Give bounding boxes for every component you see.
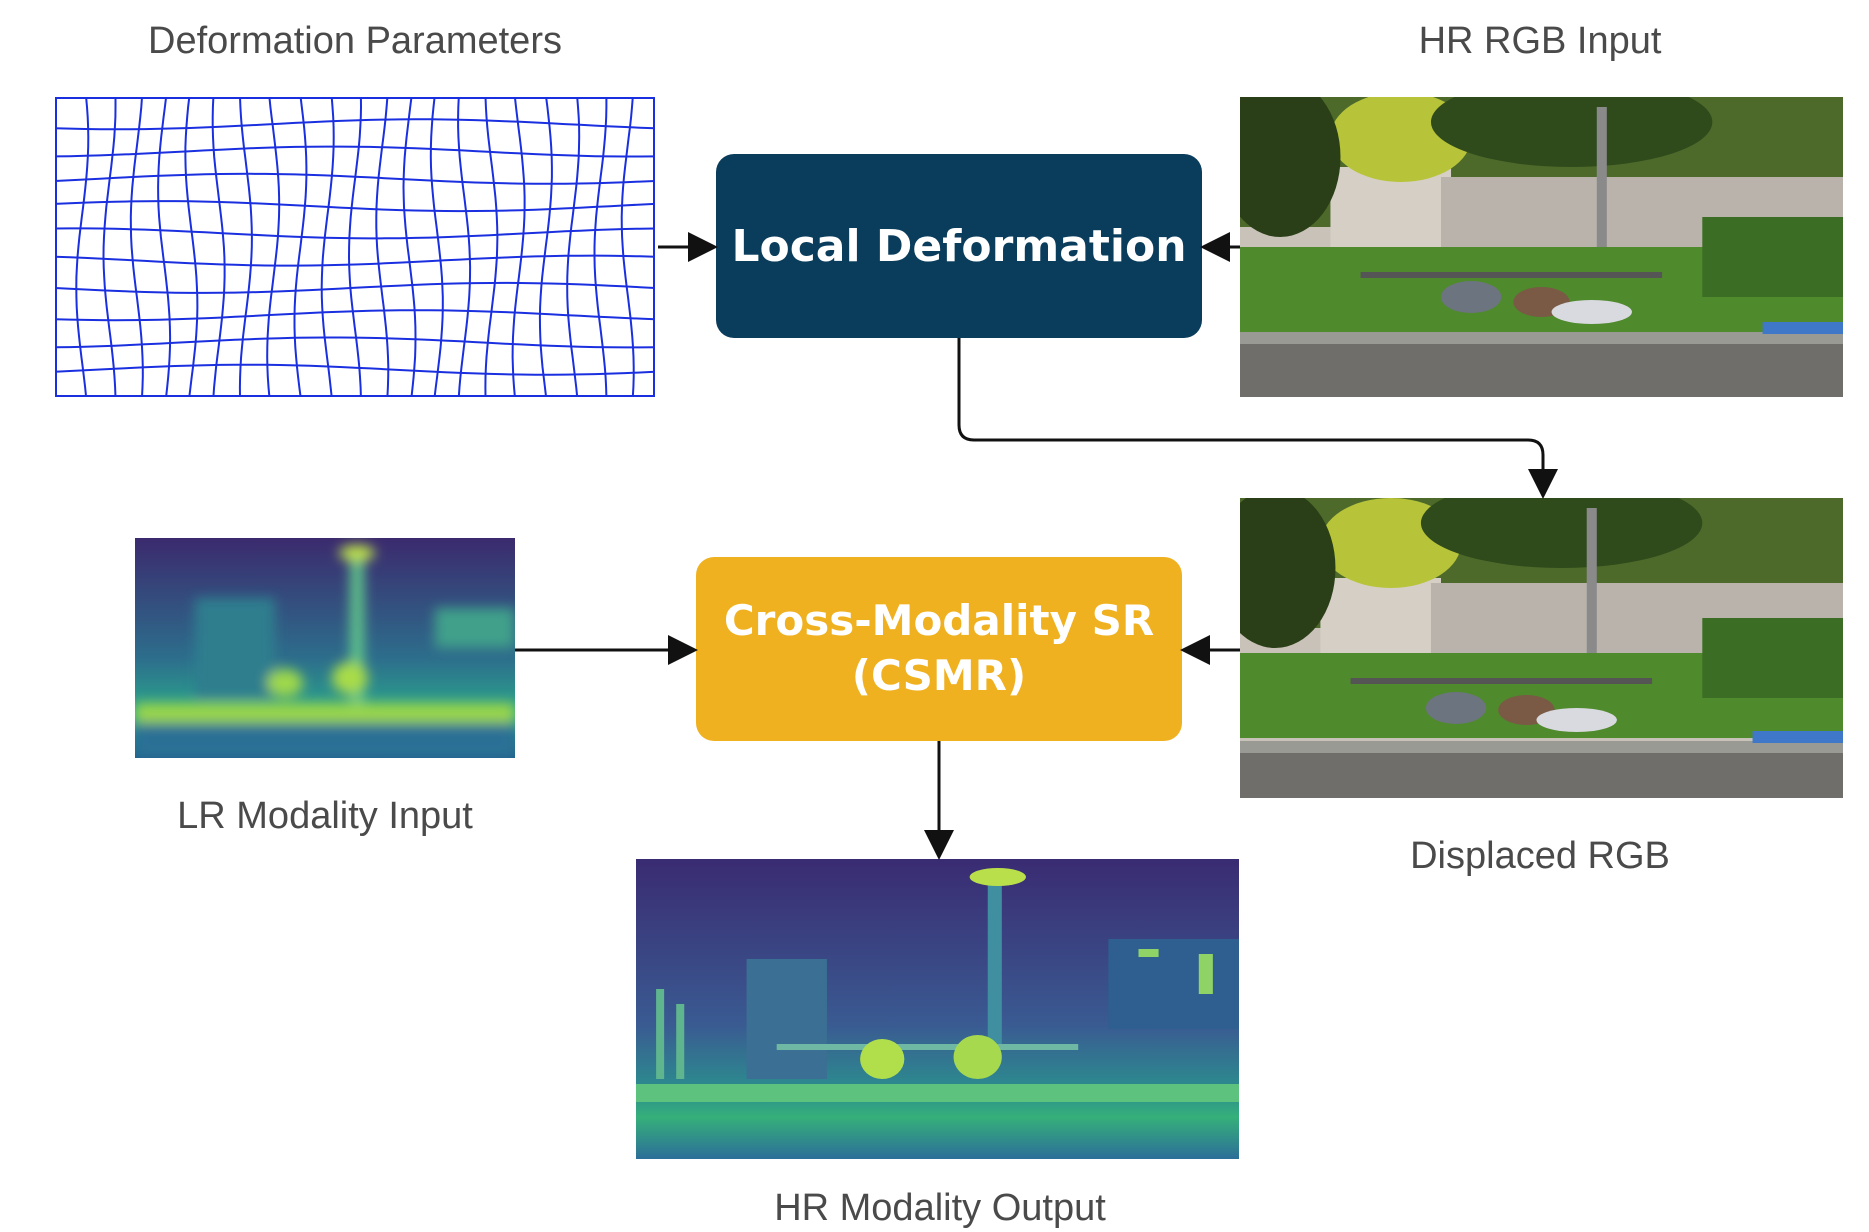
grid-vertical-line	[102, 97, 117, 397]
displaced-rgb-image	[1240, 498, 1843, 798]
local-deformation-box: Local Deformation	[716, 154, 1202, 338]
grid-vertical-line	[538, 97, 553, 397]
lr-modality-input-label: LR Modality Input	[177, 795, 473, 837]
grid-horizontal-line	[55, 145, 655, 158]
grid-vertical-line	[320, 97, 335, 397]
grid-vertical-line	[429, 97, 444, 397]
grid-vertical-line	[511, 97, 526, 397]
grid-vertical-line	[238, 97, 253, 397]
grid-horizontal-line	[55, 118, 655, 131]
grid-vertical-line	[75, 97, 90, 397]
hr-rgb-input-image	[1240, 97, 1843, 397]
csmr-label-line1: Cross-Modality SR	[723, 596, 1155, 646]
rgb-scene-image	[1240, 498, 1843, 798]
grid-vertical-line	[484, 97, 499, 397]
grid-horizontal-line	[55, 172, 655, 185]
hr-modality-output-image	[636, 859, 1239, 1159]
modality-scene-image	[135, 538, 515, 758]
hr-rgb-input-label: HR RGB Input	[1418, 20, 1662, 62]
grid-horizontal-line	[55, 200, 655, 213]
grid-vertical-line	[184, 97, 199, 397]
grid-vertical-line	[347, 97, 363, 397]
grid-horizontal-line	[55, 363, 655, 376]
modality-scene-image	[636, 859, 1239, 1159]
deformation-grid-panel	[55, 97, 655, 397]
csmr-box: Cross-Modality SR (CSMR)	[696, 557, 1182, 741]
grid-vertical-line	[457, 97, 472, 397]
local-deformation-label: Local Deformation	[731, 220, 1187, 272]
rgb-scene-image	[1240, 97, 1843, 397]
csmr-label-line2: (CSMR)	[851, 651, 1027, 700]
grid-horizontal-line	[55, 336, 655, 349]
grid-vertical-line	[293, 97, 308, 397]
grid-border	[55, 97, 655, 397]
deformation-grid-icon	[55, 97, 655, 397]
grid-vertical-line	[620, 97, 635, 397]
grid-horizontal-line	[55, 254, 655, 267]
grid-vertical-line	[566, 97, 581, 397]
hr-modality-output-label: HR Modality Output	[774, 1187, 1106, 1229]
grid-vertical-line	[129, 97, 144, 397]
grid-vertical-line	[593, 97, 608, 397]
grid-horizontal-line	[55, 281, 655, 294]
deformation-params-label: Deformation Parameters	[148, 20, 562, 62]
grid-vertical-line	[402, 97, 417, 397]
grid-vertical-line	[211, 97, 226, 397]
displaced-rgb-label: Displaced RGB	[1410, 835, 1670, 877]
grid-horizontal-line	[55, 227, 655, 240]
lr-modality-input-image	[135, 538, 515, 758]
grid-vertical-line	[266, 97, 281, 397]
grid-horizontal-line	[55, 309, 655, 322]
grid-vertical-line	[375, 97, 390, 397]
grid-vertical-line	[157, 97, 172, 397]
